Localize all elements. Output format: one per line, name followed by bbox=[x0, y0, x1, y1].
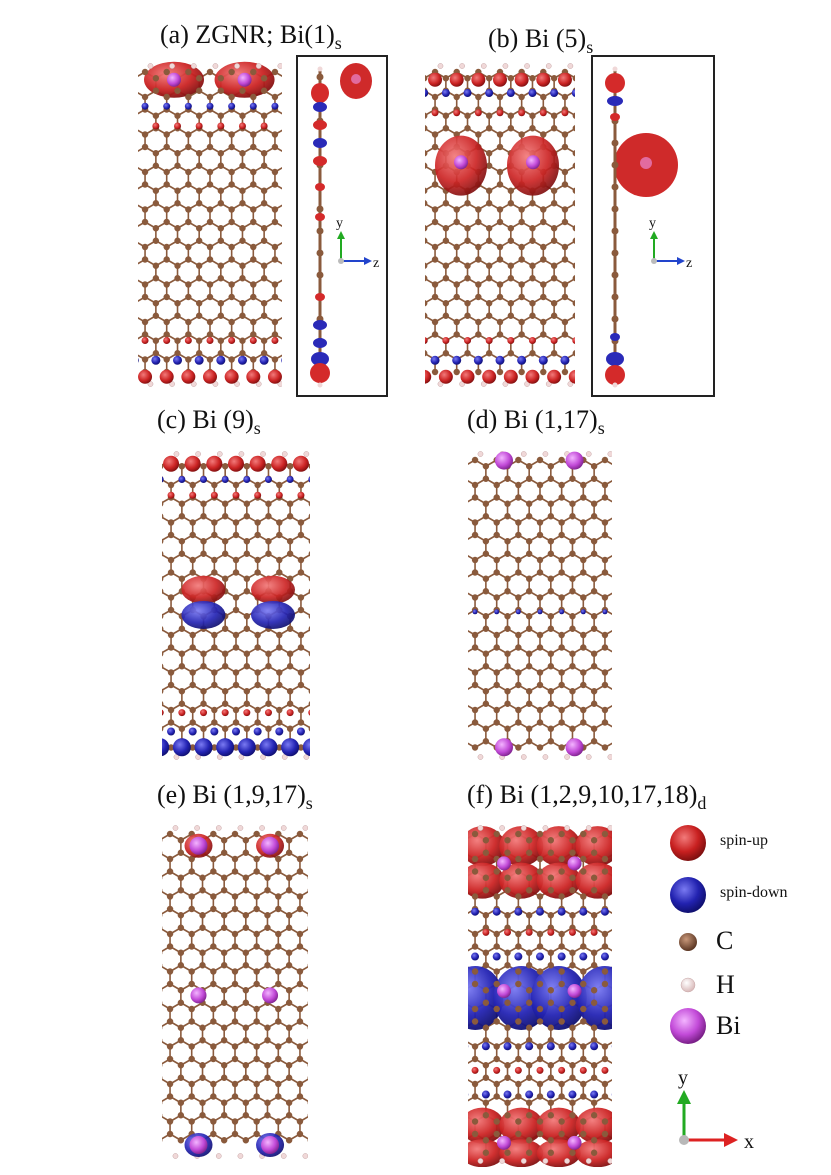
panel-f-label: (f) Bi (1,2,9,10,17,18)d bbox=[467, 780, 707, 814]
panel-a-label: (a) ZGNR; Bi(1)s bbox=[160, 20, 342, 54]
axis-z-label: z bbox=[686, 256, 692, 271]
ribbon-panel-b bbox=[425, 60, 575, 390]
legend-hydrogen-label: H bbox=[716, 970, 735, 999]
legend-carbon-label: C bbox=[716, 926, 734, 955]
side-view-a: y z bbox=[296, 55, 388, 397]
legend-bismuth-label: Bi bbox=[716, 1011, 741, 1040]
legend-spin-up-swatch bbox=[670, 825, 706, 861]
panel-e-label: (e) Bi (1,9,17)s bbox=[157, 780, 313, 814]
panel-b-label: (b) Bi (5)s bbox=[488, 24, 594, 58]
axis-indicator-yz: y z bbox=[336, 216, 379, 271]
axis-y-label: y bbox=[336, 216, 343, 231]
legend: spin-up spin-down C H Bi bbox=[668, 820, 828, 1060]
axis-x-label: x bbox=[744, 1131, 754, 1153]
axis-y-label: y bbox=[678, 1067, 688, 1089]
ribbon-panel-d bbox=[468, 448, 612, 763]
ribbon-panel-f bbox=[468, 822, 612, 1167]
axis-indicator-yz: y z bbox=[649, 216, 692, 271]
legend-spin-down-label: spin-down bbox=[720, 884, 788, 901]
legend-bismuth-swatch bbox=[670, 1008, 706, 1044]
axis-indicator-xy: y x bbox=[664, 1062, 774, 1162]
legend-hydrogen-swatch bbox=[680, 977, 696, 993]
side-view-b: y z bbox=[591, 55, 715, 397]
ribbon-panel-c bbox=[162, 448, 310, 763]
axis-y-label: y bbox=[649, 216, 656, 231]
legend-carbon-swatch bbox=[679, 933, 697, 951]
panel-c-label: (c) Bi (9)s bbox=[157, 405, 261, 439]
legend-spin-down-swatch bbox=[670, 877, 706, 913]
ribbon-panel-e bbox=[162, 822, 308, 1162]
axis-z-label: z bbox=[373, 256, 379, 271]
panel-d-label: (d) Bi (1,17)s bbox=[467, 405, 605, 439]
ribbon-panel-a bbox=[138, 60, 282, 390]
legend-spin-up-label: spin-up bbox=[720, 832, 768, 849]
